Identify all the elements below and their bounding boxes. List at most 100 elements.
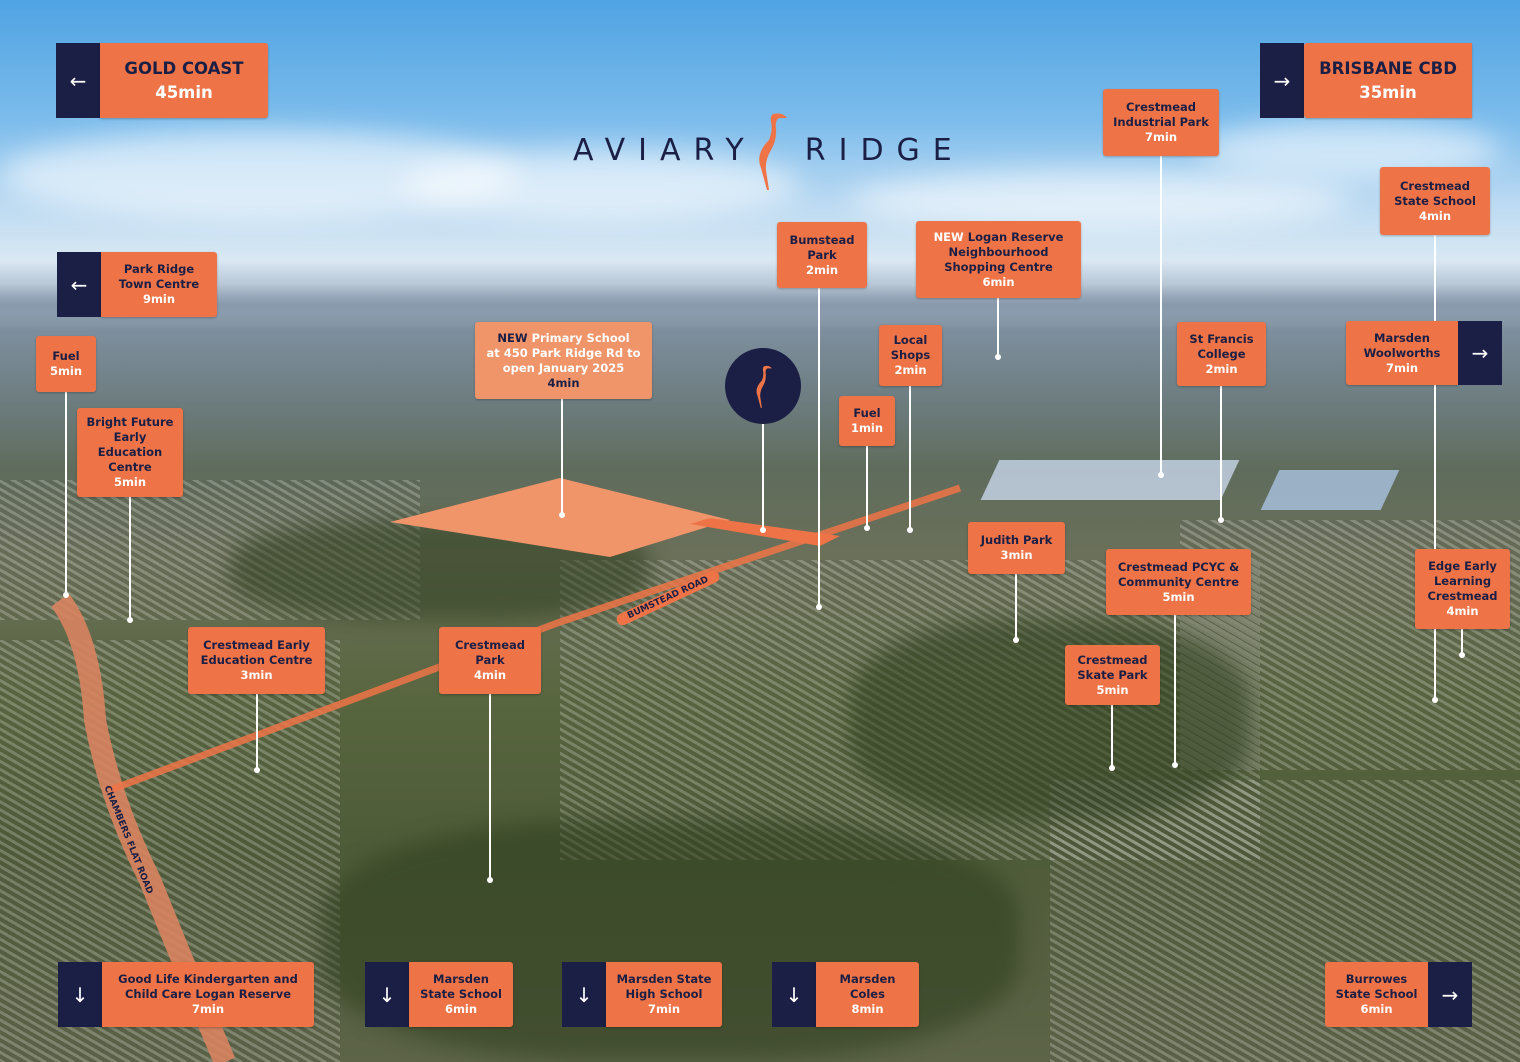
travel-time: 6min <box>444 1002 478 1016</box>
aviary-ridge-site-marker[interactable] <box>725 348 801 424</box>
arrow-down-icon: ↓ <box>58 962 102 1027</box>
travel-time: 7min <box>191 1002 225 1016</box>
poi-name: Fuel <box>52 349 80 363</box>
poi-name-text: Logan Reserve Neighbourhood Shopping Cen… <box>944 229 1064 274</box>
poi-name: Edge Early Learning Crestmead <box>1427 559 1498 603</box>
poi-name: Crestmead Park <box>454 638 526 667</box>
poi-time: 6min <box>982 274 1015 289</box>
poi-name: Crestmead Industrial Park <box>1113 100 1209 129</box>
poi-name: Crestmead PCYC & Community Centre <box>1117 559 1240 589</box>
arrow-left-icon: ← <box>56 43 100 118</box>
destination-name: Good Life Kindergarten and Child Care Lo… <box>118 972 298 1001</box>
heron-icon <box>756 365 772 408</box>
new-badge: NEW <box>933 229 964 244</box>
destination-name: Park Ridge Town Centre <box>118 262 200 291</box>
pin-line <box>1109 705 1115 771</box>
arrow-right-icon: → <box>1458 321 1502 385</box>
cloud <box>400 150 800 220</box>
poi-time: 7min <box>1144 130 1178 144</box>
pin-line <box>1158 156 1164 478</box>
pin-line <box>559 399 565 518</box>
pin-line <box>63 392 69 598</box>
horizon-haze <box>0 285 1520 325</box>
travel-time: 9min <box>142 292 176 306</box>
poi-name: Crestmead Early Education Centre <box>200 638 313 667</box>
destination-name: Marsden State High School <box>616 972 712 1001</box>
travel-time: 6min <box>1360 1002 1393 1016</box>
forest-area <box>850 620 1250 820</box>
nav-label: Good Life Kindergarten and Child Care Lo… <box>102 962 314 1027</box>
pin-line <box>487 694 493 883</box>
logo-text-left: AVIARY <box>573 132 757 168</box>
poi-name: Fuel <box>853 406 881 420</box>
travel-time: 7min <box>1385 360 1419 375</box>
poi-time: 5min <box>1162 589 1195 604</box>
travel-time: 8min <box>851 1002 884 1016</box>
new-badge: NEW <box>497 330 528 345</box>
logo-text-right: RIDGE <box>804 132 965 168</box>
pin-line <box>864 446 870 531</box>
poi-name: Bright Future Early Education Centre <box>86 415 174 474</box>
nav-gold-coast[interactable]: ← GOLD COAST 45min <box>56 43 268 118</box>
travel-time: 45min <box>155 82 213 102</box>
poi-name: Crestmead Skate Park <box>1077 652 1148 682</box>
pin-line <box>1432 235 1438 703</box>
arrow-right-icon: → <box>1428 962 1472 1027</box>
destination-name: Marsden State School <box>420 972 502 1001</box>
poi-time: 3min <box>240 668 273 682</box>
poi-time: 5min <box>1096 682 1129 697</box>
pin-line <box>907 386 913 533</box>
poi-time: 4min <box>1446 604 1479 618</box>
poi-logan-reserve-shopping[interactable]: NEW Logan Reserve Neighbourhood Shopping… <box>916 221 1081 298</box>
poi-time: 2min <box>805 262 839 277</box>
nav-label: GOLD COAST 45min <box>100 43 268 118</box>
pin-line <box>254 694 260 773</box>
arrow-down-icon: ↓ <box>562 962 606 1027</box>
poi-name-text: Primary School at 450 Park Ridge Rd to o… <box>486 330 641 375</box>
poi-name: St Francis College <box>1189 331 1254 361</box>
pin-line <box>760 424 766 533</box>
poi-time: 4min <box>547 375 580 390</box>
travel-time: 7min <box>647 1002 681 1016</box>
nav-good-life[interactable]: ↓ Good Life Kindergarten and Child Care … <box>58 962 314 1027</box>
poi-time: 5min <box>49 364 83 378</box>
heron-icon <box>758 113 787 190</box>
poi-name: NEW Primary School at 450 Park Ridge Rd … <box>486 331 640 376</box>
poi-time: 2min <box>894 363 927 377</box>
cloud <box>850 170 1350 230</box>
pin-line <box>995 298 1001 360</box>
poi-time: 4min <box>1418 208 1452 223</box>
poi-name: Crestmead State School <box>1394 178 1476 208</box>
destination-name: GOLD COAST <box>124 58 244 78</box>
destination-name: Marsden Coles <box>839 972 896 1001</box>
arrow-down-icon: ↓ <box>365 962 409 1027</box>
poi-new-primary-school[interactable]: NEW Primary School at 450 Park Ridge Rd … <box>475 322 652 399</box>
